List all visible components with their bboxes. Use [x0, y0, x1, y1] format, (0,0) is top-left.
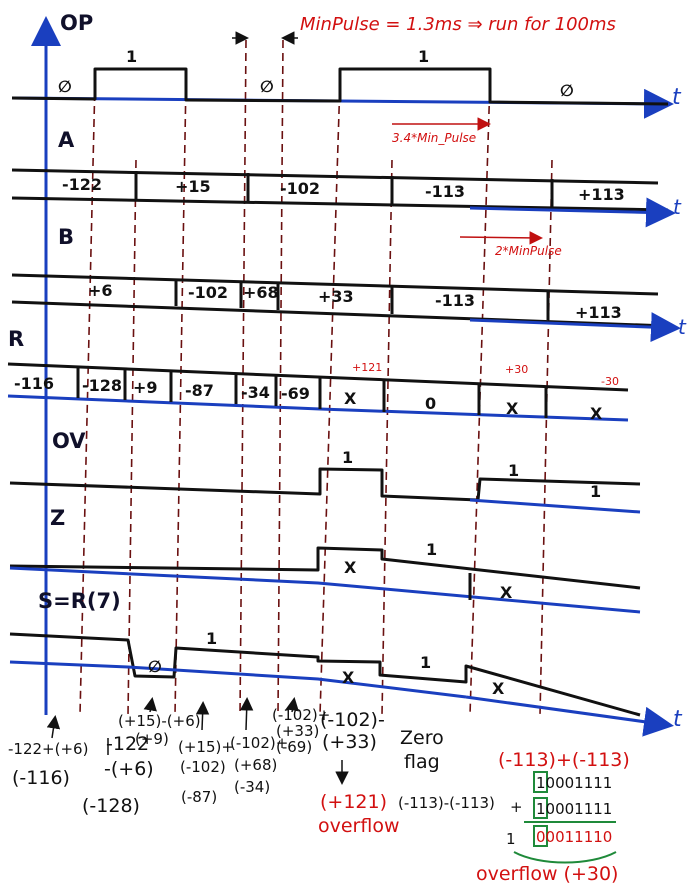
op-level-4: ∅	[560, 81, 574, 100]
c5-result: (-34)	[234, 778, 270, 796]
r-value-7: 0	[425, 394, 436, 413]
c9-bin3: 00011110	[536, 828, 612, 846]
b-value-4: -113	[435, 291, 475, 310]
signal-label-s: S=R(7)	[38, 589, 121, 613]
r-value-4: -34	[241, 383, 270, 402]
signal-label-ov: OV	[52, 429, 86, 453]
min-pulse-annotation: MinPulse = 1.3ms ⇒ run for 100ms	[232, 14, 616, 45]
s-level-0: 1	[206, 629, 217, 648]
ov-level-0: 1	[342, 448, 353, 467]
s-level-2: 1	[420, 653, 431, 672]
z-level-0: X	[344, 558, 357, 577]
c8-line1: Zero	[400, 727, 444, 749]
a-value-2: -102	[280, 179, 320, 198]
c3-line1: (+15)-(+6)	[118, 712, 201, 730]
c6-result: (-69)	[276, 738, 312, 756]
s-level-1: ∅	[148, 657, 162, 676]
s-level-3: X	[342, 668, 355, 687]
min-pulse-note: MinPulse = 1.3ms ⇒ run for 100ms	[300, 14, 616, 35]
b-note: 2*MinPulse	[495, 244, 562, 258]
signal-label-r: R	[8, 327, 24, 351]
c7-result: (+121)	[320, 791, 387, 813]
r-value-0: -116	[14, 374, 54, 393]
c9-carry: 1	[506, 830, 516, 848]
b-value-3: +33	[318, 287, 354, 306]
c6-line1: (-102)+	[272, 706, 330, 724]
r-value-9: X	[590, 404, 603, 423]
b-value-0: +6	[88, 281, 113, 300]
z-level-1: 1	[426, 540, 437, 559]
r-value-6: X	[344, 389, 357, 408]
a-note: 3.4*Min_Pulse	[392, 131, 476, 145]
b-time-label: t	[678, 315, 687, 339]
signal-op: OP t ∅ 1 ∅ 1 ∅ 3.4*Min_Pulse	[11, 11, 682, 145]
ov-level-2: 1	[590, 482, 601, 501]
signal-label-a: A	[58, 128, 75, 152]
b-value-2: +68	[243, 283, 279, 302]
op-level-2: ∅	[260, 77, 274, 96]
c5-line2: (+68)	[234, 756, 277, 774]
c3-result: (+9)	[135, 730, 169, 748]
r-value-5: -69	[281, 384, 310, 403]
signal-r: R -116 -128 +9 -87 -34 -69 X 0 X X +121 …	[7, 327, 629, 423]
signal-ov: OV 1 1 1	[9, 429, 641, 514]
c4-line2: (-102)	[180, 758, 226, 776]
signal-label-b: B	[58, 225, 74, 249]
r-value-3: -87	[185, 381, 214, 400]
op-level-3: 1	[418, 47, 429, 66]
r-red-note-2: -30	[601, 375, 619, 388]
c4-line1: (+15)+	[178, 738, 234, 756]
signal-label-op: OP	[60, 11, 93, 35]
ov-level-1: 1	[508, 461, 519, 480]
op-level-0: ∅	[58, 77, 72, 96]
a-value-0: -122	[62, 175, 102, 194]
r-red-note-0: +121	[352, 361, 382, 374]
c8-line2: flag	[404, 751, 440, 773]
signal-s: S=R(7) 1 ∅ 1 X X t	[9, 589, 683, 737]
c7-line2: (+33)	[322, 731, 377, 753]
signal-a: A -122 +15 -102 -113 +113 t	[11, 128, 682, 228]
b-value-5: +113	[575, 303, 622, 322]
c2-line2: -(+6)	[104, 758, 154, 780]
calculations: -122+(+6) (-116) -122 -(+6) (-128) (+15)…	[8, 697, 630, 885]
z-level-2: X	[500, 583, 513, 602]
c1-result: (-116)	[12, 767, 70, 789]
s-time-label: t	[673, 707, 683, 732]
c2-line1: -122	[106, 733, 149, 755]
r-value-2: +9	[133, 378, 158, 397]
c9-bin1: 10001111	[536, 774, 612, 792]
c6-line2: (+33)	[276, 722, 319, 740]
r-value-1: -128	[82, 376, 122, 395]
a-value-4: +113	[578, 185, 625, 204]
r-red-note-1: +30	[505, 363, 528, 376]
c5-line1: (-102)+	[230, 734, 288, 752]
c9-bin2: 10001111	[536, 800, 612, 818]
a-value-1: +15	[175, 177, 211, 196]
c1-expr: -122+(+6)	[8, 740, 88, 758]
c8-expr: (-113)-(-113)	[398, 794, 495, 812]
c4-result: (-87)	[181, 788, 217, 806]
b-value-1: -102	[188, 283, 228, 302]
time-axis-label: t	[672, 85, 682, 110]
r-value-8: X	[506, 399, 519, 418]
signal-label-z: Z	[50, 506, 65, 530]
c9-plus: +	[510, 798, 523, 816]
c9-expr: (-113)+(-113)	[498, 749, 630, 771]
c7-note: overflow	[318, 815, 400, 837]
signal-z: Z X 1 X	[9, 506, 641, 614]
op-level-1: 1	[126, 47, 137, 66]
signal-b: B 2*MinPulse +6 -102 +68 +33 -113 +113 t	[11, 225, 687, 343]
a-value-3: -113	[425, 182, 465, 201]
a-time-label: t	[673, 195, 682, 219]
c2-result: (-128)	[82, 795, 140, 817]
c9-result: overflow (+30)	[476, 863, 618, 885]
s-level-4: X	[492, 679, 505, 698]
c7-line1: (-102)-	[320, 709, 385, 731]
